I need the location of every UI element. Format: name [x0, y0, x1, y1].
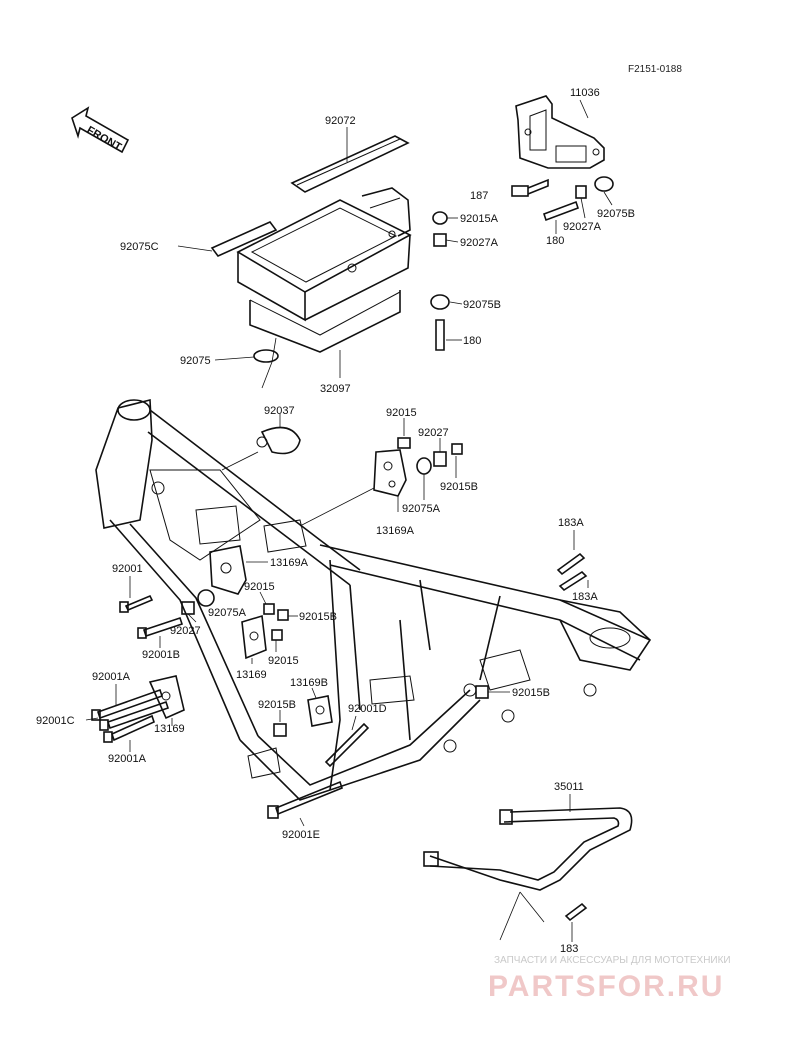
bolt-183 [564, 902, 588, 922]
label-92075B-right: 92075B [597, 208, 635, 220]
bolt-92001B [137, 616, 184, 639]
label-92027A-right: 92027A [563, 221, 602, 233]
nut-92015B-rear [475, 685, 489, 699]
front-arrow-icon: FRONT [71, 106, 130, 154]
label-92075A-top: 92075A [402, 503, 441, 515]
collar-92027A-right [575, 185, 587, 199]
rubber-92075A [416, 457, 432, 475]
label-92072: 92072 [325, 115, 356, 127]
label-13169-lower: 13169 [154, 723, 185, 735]
bolt-92001A-bottom [103, 714, 155, 743]
label-92027A: 92027A [460, 237, 499, 249]
label-180-right: 180 [546, 235, 564, 247]
bolt-92001E [267, 780, 343, 819]
label-92001E: 92001E [282, 829, 320, 841]
front-arrow-label: FRONT [85, 124, 124, 153]
nut-92015B-low [273, 723, 287, 737]
label-92075B-mid: 92075B [463, 299, 501, 311]
bolt-92001 [119, 594, 154, 613]
cable-clamp-92037 [256, 426, 301, 455]
battery-case [236, 187, 412, 353]
label-92015B-mid: 92015B [299, 611, 337, 623]
engine-bracket-13169B [307, 695, 333, 727]
label-13169-mid: 13169 [236, 669, 267, 681]
label-13169B: 13169B [290, 677, 328, 689]
label-92001D: 92001D [348, 703, 387, 715]
label-92001A-bottom: 92001A [108, 753, 147, 765]
rubber-pad-92075 [253, 349, 279, 363]
rubber-92075A-front [197, 589, 215, 607]
battery-strap [290, 135, 410, 193]
label-187: 187 [470, 190, 488, 202]
label-92015A: 92015A [460, 213, 499, 225]
label-92015-mid: 92015 [244, 581, 275, 593]
label-92015-top: 92015 [386, 407, 417, 419]
label-92015B-top: 92015B [440, 481, 478, 493]
nut-92015B-mid [277, 609, 289, 621]
engine-bracket-13169A-front [209, 545, 247, 595]
label-183A-bottom: 183A [572, 591, 598, 603]
guard-35011 [423, 807, 633, 891]
label-92015B-rear: 92015B [512, 687, 550, 699]
engine-bracket-13169-lower [148, 675, 185, 720]
bolt-183A-bottom [558, 570, 588, 592]
rubber-92075B-mid [430, 294, 450, 310]
label-13169A-front: 13169A [270, 557, 309, 569]
label-92075: 92075 [180, 355, 211, 367]
motorcycle-frame [95, 398, 652, 801]
nut-92015B [451, 443, 463, 455]
collar-92027A [433, 233, 447, 247]
label-183: 183 [560, 943, 578, 955]
bolt-180-mid [435, 319, 445, 351]
collar-92027 [433, 451, 447, 467]
engine-bracket-13169A [373, 449, 407, 497]
label-92075A-mid: 92075A [208, 607, 247, 619]
bolt-92001C [99, 700, 170, 731]
bolt-92001D [324, 722, 370, 768]
label-92015-low: 92015 [268, 655, 299, 667]
bolt-187 [511, 178, 549, 197]
label-92027-top: 92027 [418, 427, 449, 439]
label-11036: 11036 [570, 87, 600, 99]
bolt-180-right [542, 200, 580, 222]
label-180-mid: 180 [463, 335, 481, 347]
rubber-pad-92075C [210, 221, 278, 257]
label-32097: 32097 [320, 383, 351, 395]
label-92001A-top: 92001A [92, 671, 131, 683]
nut-92015-mid [263, 603, 275, 615]
bolt-183A-top [556, 552, 586, 576]
nut-92015A [432, 211, 448, 225]
label-92001C: 92001C [36, 715, 75, 727]
label-92037: 92037 [264, 405, 295, 417]
label-13169A-top: 13169A [376, 525, 415, 537]
label-92001B: 92001B [142, 649, 180, 661]
label-92015B-low: 92015B [258, 699, 296, 711]
label-183A-top: 183A [558, 517, 584, 529]
label-92075C: 92075C [120, 241, 159, 253]
label-92027-front: 92027 [170, 625, 201, 637]
rubber-92075B-top [594, 176, 614, 192]
nut-92015-low [271, 629, 283, 641]
watermark-line1: ЗАПЧАСТИ И АКСЕССУАРЫ ДЛЯ МОТОТЕХНИКИ [494, 955, 731, 966]
label-92001: 92001 [112, 563, 143, 575]
diagram-code: F2151-0188 [628, 64, 682, 75]
label-35011: 35011 [554, 781, 584, 793]
watermark-logo: PARTSFOR.RU [488, 970, 724, 1003]
nut-92015 [397, 437, 411, 449]
engine-bracket-13169 [241, 614, 267, 660]
bracket-11036 [515, 95, 605, 169]
